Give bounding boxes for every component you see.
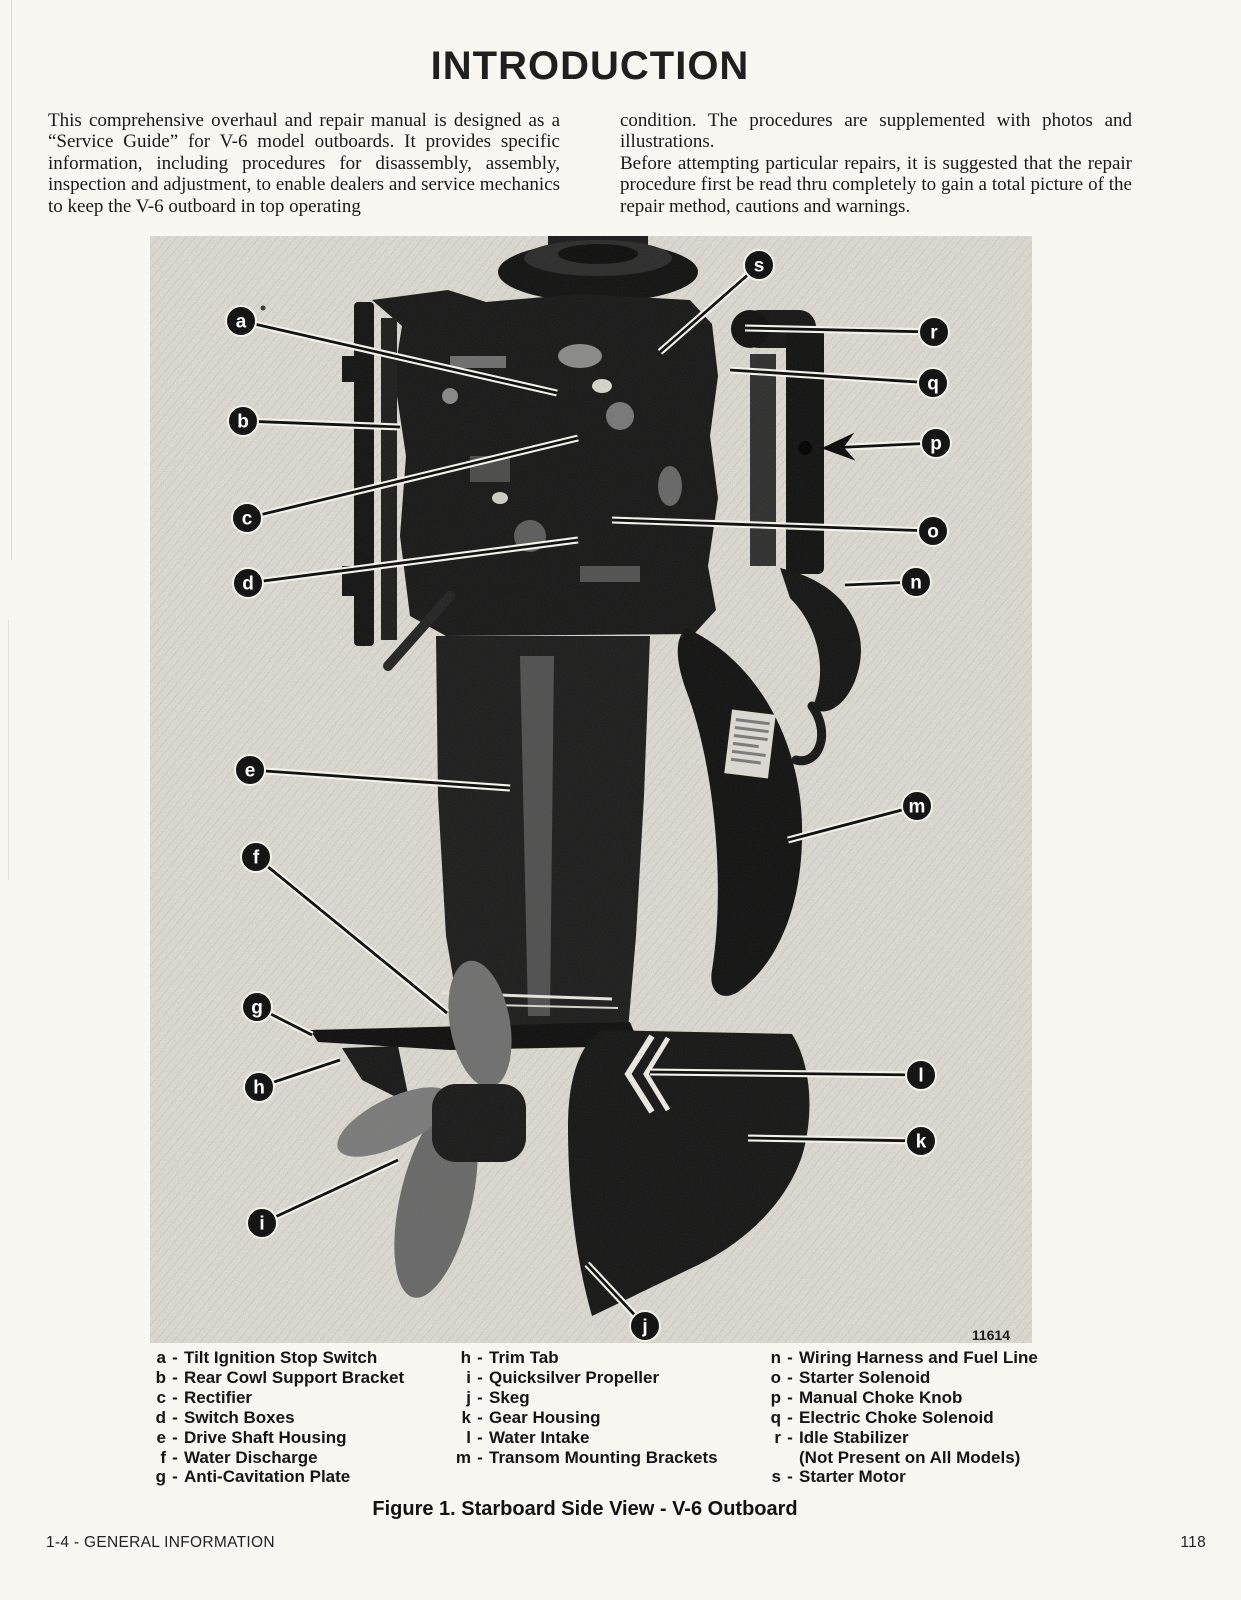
callout-bubble-n (900, 566, 932, 598)
callout-p: p (821, 427, 952, 461)
callout-bubble-o (917, 515, 949, 547)
legend-item-r: r-Idle Stabilizer (774, 1427, 909, 1447)
callout-letter-f: f (253, 848, 260, 869)
callout-letter-a: a (236, 312, 247, 333)
callout-letter-k: k (916, 1132, 927, 1153)
callout-bubble-s (743, 249, 775, 281)
callout-letter-d: d (242, 574, 254, 595)
callout-bubble-h (243, 1071, 275, 1103)
legend-item-d: d-Switch Boxes (155, 1407, 295, 1427)
callout-layer: a b c d e f g h i j k l m n o p q r s (225, 249, 952, 1342)
callout-b: b (227, 405, 401, 437)
legend-item-note: (Not Present on All Models) (799, 1447, 1021, 1467)
legend-item-o: o-Starter Solenoid (770, 1367, 931, 1387)
callout-q: q (729, 366, 949, 399)
callout-l: l (649, 1059, 937, 1091)
callout-r: r (744, 316, 950, 348)
intro-paragraph-right-2: Before attempting particular repairs, it… (620, 152, 1132, 217)
callout-bubble-e (234, 754, 266, 786)
callout-letter-p: p (930, 434, 942, 455)
legend-item-h: h-Trim Tab (460, 1348, 559, 1367)
callout-f: f (240, 841, 450, 1016)
intro-paragraph-left: This comprehensive overhaul and repair m… (48, 110, 560, 217)
callout-letter-e: e (245, 761, 256, 782)
callout-a: a (225, 305, 558, 397)
intro-paragraph-right-1: condition. The procedures are supplement… (620, 110, 1132, 153)
legend-item-j: j-Skeg (466, 1387, 530, 1407)
callout-h: h (243, 1056, 342, 1103)
figure-svg: a b c d e f g h i j k l m n o p q r s 11614 (150, 236, 1032, 1343)
callout-letter-l: l (918, 1066, 923, 1087)
legend-item-g: g-Anti-Cavitation Plate (155, 1467, 351, 1487)
photo-number: 11614 (972, 1327, 1010, 1343)
callout-letter-i: i (259, 1214, 264, 1235)
footer-section-label: 1-4 - GENERAL INFORMATION (46, 1534, 275, 1551)
callout-bubble-l (905, 1059, 937, 1091)
legend-item-n: n-Wiring Harness and Fuel Line (770, 1348, 1038, 1367)
legend-item-b: b-Rear Cowl Support Bracket (155, 1367, 405, 1387)
callout-letter-r: r (930, 323, 938, 344)
callout-o: o (611, 515, 949, 547)
callout-g: g (241, 991, 314, 1039)
legend-item-f: f-Water Discharge (160, 1447, 318, 1467)
callout-bubble-j (629, 1310, 661, 1342)
legend-item-q: q-Electric Choke Solenoid (770, 1407, 994, 1427)
scan-speck (260, 305, 266, 311)
callout-letter-j: j (641, 1317, 647, 1338)
callout-bubble-q (917, 367, 949, 399)
legend-item-e: e-Drive Shaft Housing (156, 1427, 347, 1447)
callout-bubble-d (232, 567, 264, 599)
callout-bubble-c (231, 502, 263, 534)
callout-m: m (787, 790, 933, 844)
scan-fold-line (11, 0, 12, 560)
intro-left-column: This comprehensive overhaul and repair m… (48, 110, 560, 217)
figure-caption: Figure 1. Starboard Side View - V-6 Outb… (372, 1498, 798, 1520)
callout-letter-s: s (754, 256, 765, 277)
page-footer: 1-4 - GENERAL INFORMATION 118 (46, 1534, 1206, 1552)
callout-letter-m: m (909, 797, 926, 818)
legend-item-l: l-Water Intake (466, 1427, 590, 1447)
callout-i: i (246, 1156, 400, 1239)
callout-bubble-a (225, 305, 257, 337)
intro-right-column: condition. The procedures are supplement… (620, 110, 1132, 217)
callout-letter-h: h (253, 1078, 265, 1099)
callout-letter-b: b (237, 412, 249, 433)
legend-item-m: m-Transom Mounting Brackets (455, 1447, 718, 1467)
callout-letter-q: q (927, 374, 939, 395)
scan-fold-line-2 (8, 620, 9, 880)
callout-bubble-i (246, 1207, 278, 1239)
callout-n: n (844, 566, 932, 598)
page-title: INTRODUCTION (430, 44, 750, 88)
callout-bubble-g (241, 991, 273, 1023)
callout-bubble-b (227, 405, 259, 437)
photo-grain-overlay (150, 236, 1032, 1343)
callout-letter-n: n (910, 573, 922, 594)
callout-letter-g: g (251, 998, 263, 1019)
legend-item-c: c-Rectifier (156, 1387, 253, 1407)
callout-bubble-f (240, 841, 272, 873)
legend-item-i: i-Quicksilver Propeller (466, 1367, 660, 1387)
callout-bubble-r (918, 316, 950, 348)
callout-s: s (657, 249, 775, 355)
callout-bubble-m (901, 790, 933, 822)
callout-letter-c: c (242, 509, 253, 530)
callout-j: j (584, 1261, 661, 1342)
callout-e: e (234, 754, 511, 792)
legend-item-p: p-Manual Choke Knob (770, 1387, 963, 1407)
callout-k: k (747, 1125, 937, 1157)
page-number: 118 (1180, 1534, 1206, 1551)
callout-bubble-k (905, 1125, 937, 1157)
callout-d: d (232, 536, 579, 599)
legend-item-k: k-Gear Housing (461, 1407, 601, 1427)
figure-1-photo: a b c d e f g h i j k l m n o p q r s 11614 (150, 236, 1032, 1343)
callout-letter-o: o (927, 522, 939, 543)
legend-item-a: a-Tilt Ignition Stop Switch (156, 1348, 378, 1367)
callout-bubble-p (920, 427, 952, 459)
callout-c: c (231, 434, 579, 534)
legend-item-s: s-Starter Motor (771, 1467, 906, 1487)
